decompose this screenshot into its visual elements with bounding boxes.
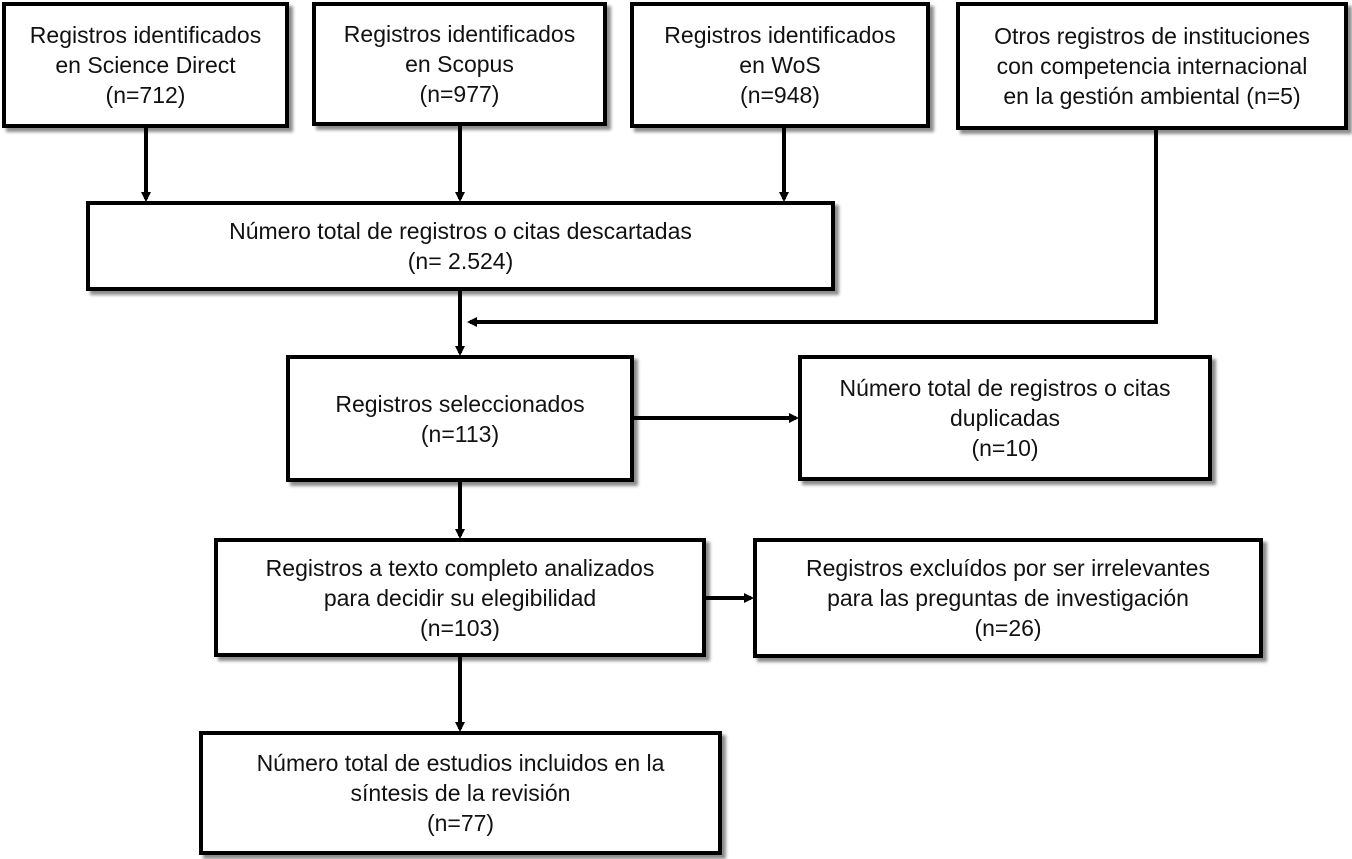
box-otros-registros: Otros registros de instituciones con com…: [956, 2, 1348, 130]
box-text-line: Registros a texto completo analizados: [265, 554, 655, 581]
box-registros-duplicados: Número total de registros o citas duplic…: [798, 355, 1212, 481]
box-text-line: (n=26): [974, 615, 1042, 641]
box-text-line: (n=77): [426, 810, 495, 836]
box-text-line: Registros excluídos por ser irrelevantes: [806, 555, 1210, 581]
box-text-line: para las preguntas de investigación: [827, 585, 1189, 611]
box-text-line: en WoS: [739, 52, 821, 78]
box-text-line: en Scopus: [405, 51, 514, 77]
box-text-line: Otros registros de instituciones: [994, 23, 1310, 49]
box-estudios-incluidos: Número total de estudios incluidos en la…: [199, 731, 722, 855]
box-text-line: para decidir su elegibilidad: [323, 584, 597, 611]
box-text-line: en la gestión ambiental (n=5): [1003, 83, 1301, 109]
box-registros-seleccionados: Registros seleccionados (n=113): [286, 355, 634, 482]
box-scopus: Registros identificados en Scopus (n=977…: [312, 2, 607, 126]
box-text-line: con competencia internacional: [996, 53, 1308, 79]
box-text-line: síntesis de la revisión: [350, 780, 571, 806]
box-text-line: (n=977): [419, 81, 500, 107]
box-text-line: duplicadas: [950, 405, 1060, 431]
box-registros-analizados: Registros a texto completo analizados pa…: [214, 538, 706, 657]
box-text-line: Registros seleccionados: [335, 390, 585, 417]
box-text-line: Registros identificados: [343, 21, 576, 47]
arrow-otros-to-main-flow: [467, 130, 1158, 327]
box-text-line: en Science Direct: [55, 52, 236, 78]
box-text-line: Registros identificados: [29, 22, 262, 48]
box-text-line: (n=10): [971, 435, 1039, 461]
box-text-line: Número total de registros o citas descar…: [229, 218, 692, 244]
box-text-line: (n=113): [420, 420, 500, 447]
box-text-line: (n=103): [420, 614, 500, 641]
box-registros-descartados: Número total de registros o citas descar…: [86, 201, 835, 291]
box-text-line: Número total de registros o citas: [839, 375, 1171, 401]
box-text-line: Registros identificados: [664, 22, 896, 48]
box-registros-excluidos: Registros excluídos por ser irrelevantes…: [753, 538, 1263, 658]
box-science-direct: Registros identificados en Science Direc…: [2, 2, 289, 128]
box-text-line: (n=712): [105, 82, 186, 108]
box-text-line: (n=948): [740, 82, 820, 108]
box-text-line: (n= 2.524): [407, 248, 514, 274]
box-wos: Registros identificados en WoS (n=948): [630, 2, 930, 128]
box-text-line: Número total de estudios incluidos en la: [256, 750, 665, 776]
